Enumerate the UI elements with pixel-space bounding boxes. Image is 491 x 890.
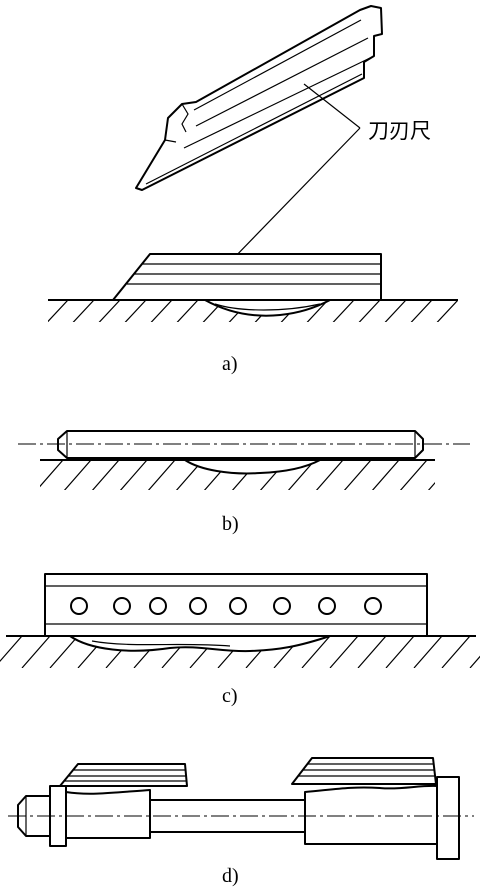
panel-label-a: a) xyxy=(222,353,238,375)
work-surface-c xyxy=(0,635,480,668)
light-gap-c xyxy=(69,635,331,653)
panel-c: c) xyxy=(0,573,480,707)
knife-edge-ruler-right xyxy=(291,757,437,785)
light-gap-b xyxy=(184,459,321,475)
callout-label: 刀刃尺 xyxy=(368,119,431,143)
work-surface-b xyxy=(40,459,435,490)
panel-label-d: d) xyxy=(222,865,239,887)
callout: 刀刃尺 xyxy=(229,83,431,263)
panel-label-b: b) xyxy=(222,513,239,535)
work-surface-a xyxy=(48,299,458,322)
spindle-shaft xyxy=(17,776,460,860)
cylindrical-straightedge xyxy=(18,430,470,459)
panel-d: d) xyxy=(8,757,474,887)
knife-edge-ruler-tilted xyxy=(135,5,383,191)
lightening-holes xyxy=(70,597,382,615)
knife-edge-ruler-on-surface xyxy=(112,253,382,301)
knife-edge-ruler-left xyxy=(59,763,188,787)
panel-b: b) xyxy=(18,430,470,535)
panel-a: 刀刃尺 a) xyxy=(48,5,458,375)
panel-label-c: c) xyxy=(222,685,238,707)
hollow-straightedge xyxy=(44,573,428,637)
light-gap-a xyxy=(204,299,331,317)
